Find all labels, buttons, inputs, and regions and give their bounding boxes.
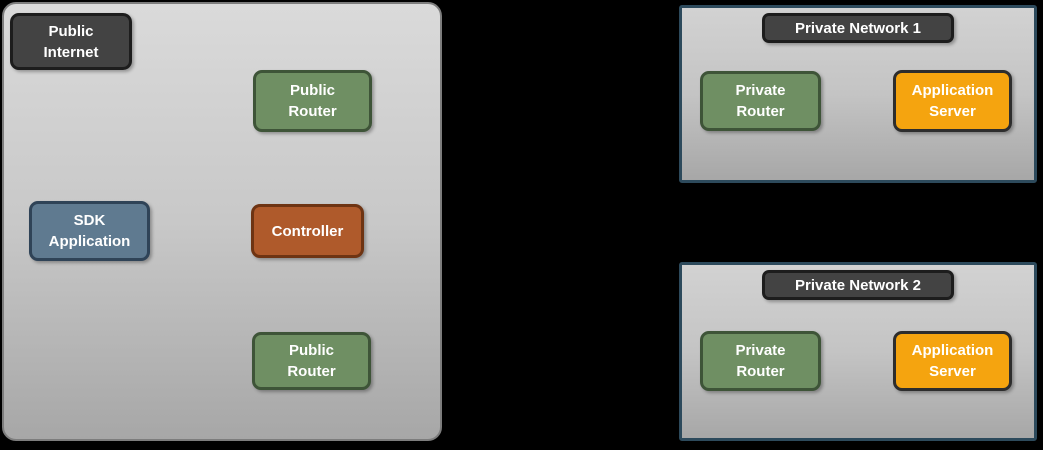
- node-public-router-top: Public Router: [253, 70, 372, 132]
- node-controller-label: Controller: [271, 222, 344, 240]
- private-network-1-title: Private Network 1: [762, 13, 954, 43]
- node-private-router-2-label: Private Router: [735, 342, 786, 380]
- private-network-1-panel: Private Network 1 Private Router Applica…: [679, 5, 1037, 183]
- private-network-2-panel: Private Network 2 Private Router Applica…: [679, 262, 1037, 441]
- node-application-server-1: Application Server: [893, 70, 1012, 132]
- public-zone-panel: Public Internet Public Router SDK Applic…: [2, 2, 442, 441]
- node-application-server-2: Application Server: [893, 331, 1012, 391]
- private-network-2-title: Private Network 2: [762, 270, 954, 300]
- node-application-server-1-label: Application Server: [911, 82, 994, 120]
- node-public-router-bottom: Public Router: [252, 332, 371, 390]
- node-public-router-top-label: Public Router: [288, 82, 337, 120]
- node-private-router-2: Private Router: [700, 331, 821, 391]
- node-private-router-1: Private Router: [700, 71, 821, 131]
- node-application-server-2-label: Application Server: [911, 342, 994, 380]
- node-sdk-application: SDK Application: [29, 201, 150, 261]
- private-network-2-title-label: Private Network 2: [795, 276, 921, 294]
- node-controller: Controller: [251, 204, 364, 258]
- node-private-router-1-label: Private Router: [735, 82, 786, 120]
- node-public-router-bottom-label: Public Router: [287, 342, 336, 380]
- private-network-1-title-label: Private Network 1: [795, 19, 921, 37]
- node-public-internet-label: Public Internet: [43, 22, 99, 61]
- node-sdk-application-label: SDK Application: [48, 212, 131, 250]
- node-public-internet: Public Internet: [10, 13, 132, 70]
